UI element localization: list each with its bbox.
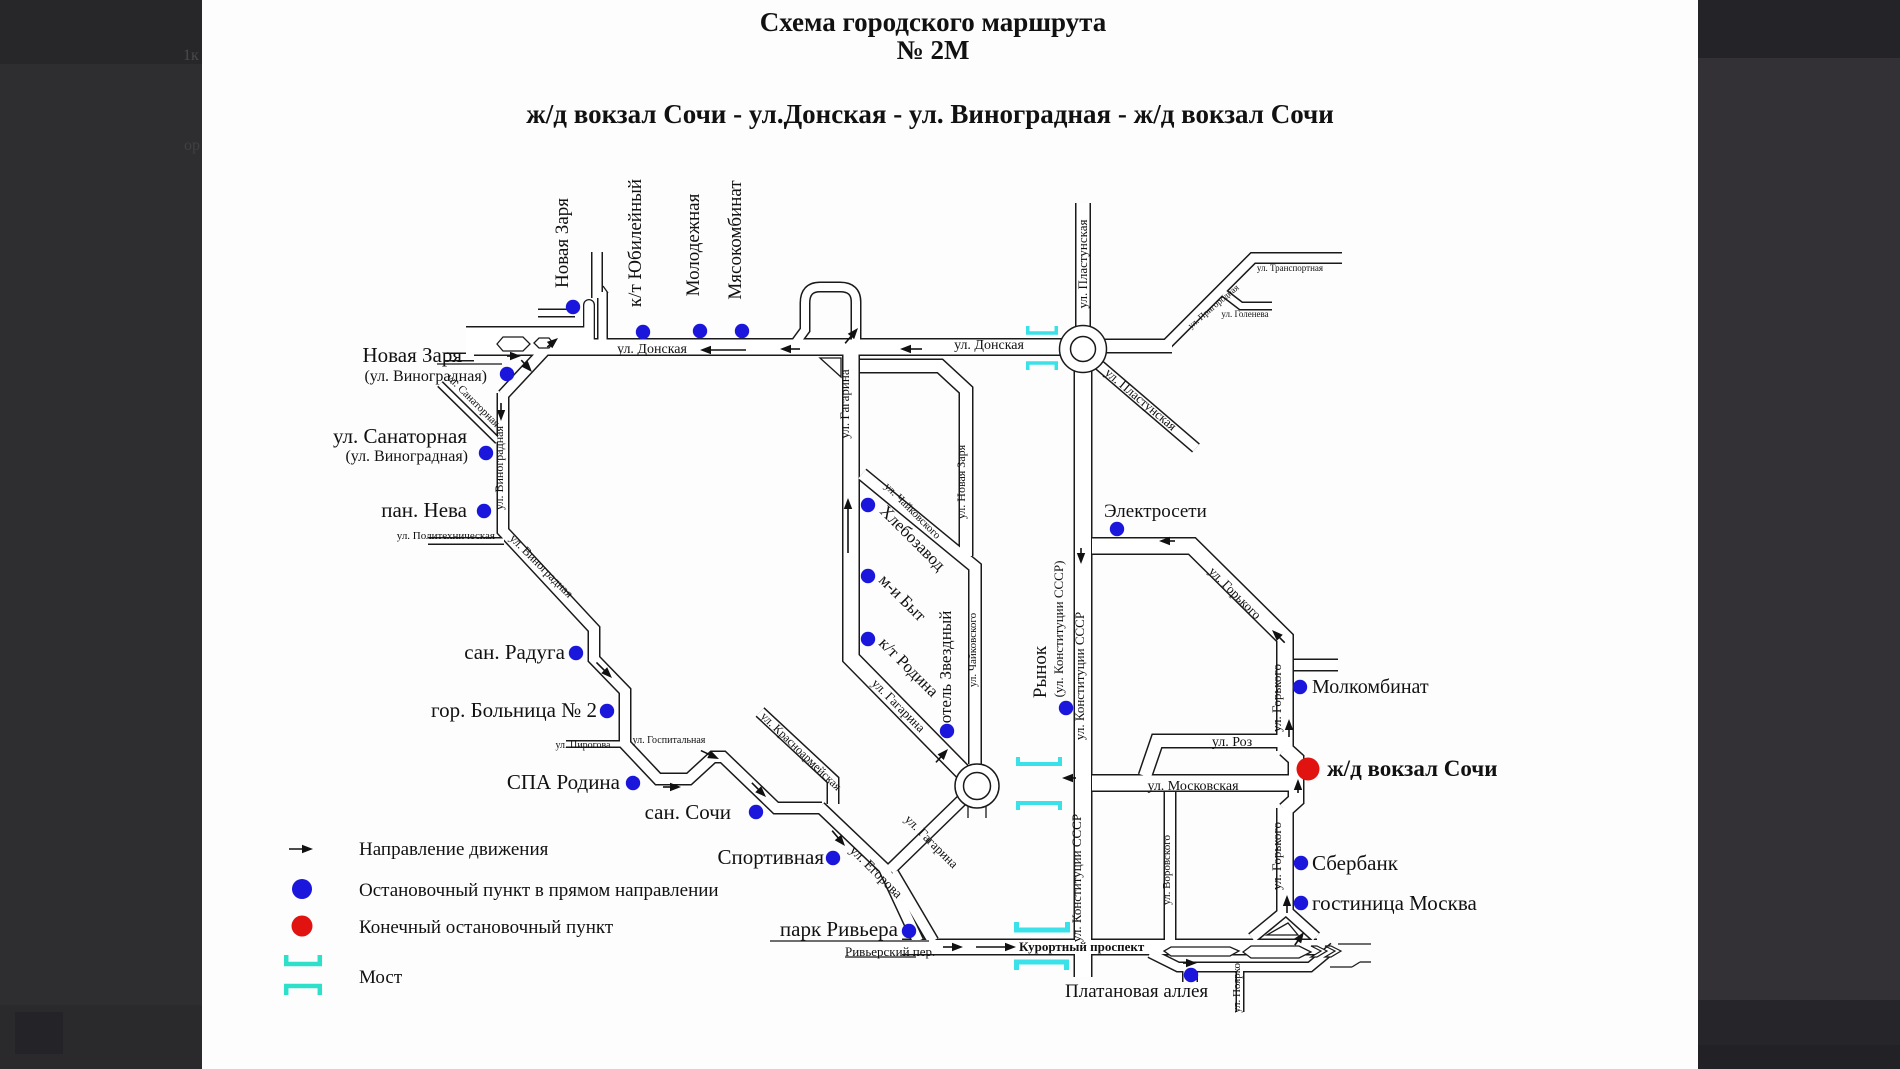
svg-text:Электросети: Электросети <box>1104 501 1207 522</box>
svg-text:Ривьерский пер.: Ривьерский пер. <box>845 944 935 959</box>
svg-text:Направление движения: Направление движения <box>359 839 549 860</box>
svg-text:Сбербанк: Сбербанк <box>1312 851 1399 875</box>
svg-text:(ул. Конституции СССР): (ул. Конституции СССР) <box>1051 561 1066 698</box>
svg-text:ул. Транспортная: ул. Транспортная <box>1257 263 1323 273</box>
svg-text:парк Ривьера: парк Ривьера <box>780 917 899 941</box>
svg-text:сан. Сочи: сан. Сочи <box>645 800 731 824</box>
svg-text:ул. Санаторная: ул. Санаторная <box>333 424 467 448</box>
svg-text:Спортивная: Спортивная <box>717 845 824 869</box>
svg-text:1к: 1к <box>183 47 199 64</box>
svg-text:ул. Голенева: ул. Голенева <box>1221 309 1268 319</box>
svg-text:Новая Заря: Новая Заря <box>552 198 573 288</box>
svg-text:№ 2М: № 2М <box>897 35 970 65</box>
svg-text:ор: ор <box>184 137 200 154</box>
svg-text:Мост: Мост <box>359 967 403 988</box>
svg-text:Молодежная: Молодежная <box>683 193 704 296</box>
svg-text:ул. Конституции СССР: ул. Конституции СССР <box>1072 612 1087 740</box>
svg-text:ж/д вокзал Сочи: ж/д вокзал Сочи <box>1327 756 1498 781</box>
svg-text:Рынок: Рынок <box>1030 645 1051 698</box>
svg-text:ул. Пластунская: ул. Пластунская <box>1075 220 1090 309</box>
svg-text:ул. Московская: ул. Московская <box>1147 779 1239 794</box>
svg-text:ул. Горького: ул. Горького <box>1269 664 1284 732</box>
svg-text:(ул. Виноградная): (ул. Виноградная) <box>364 368 487 385</box>
svg-text:Платановая аллея: Платановая аллея <box>1065 981 1208 1002</box>
svg-text:ул. Поярко: ул. Поярко <box>1231 962 1243 1013</box>
svg-text:ул. Чайковского: ул. Чайковского <box>967 612 979 687</box>
svg-text:к/т Юбилейный: к/т Юбилейный <box>625 179 646 307</box>
svg-text:ул. Конституции СССР: ул. Конституции СССР <box>1069 814 1084 942</box>
svg-text:(ул. Виноградная): (ул. Виноградная) <box>345 448 468 465</box>
svg-text:ул. Виноградная: ул. Виноградная <box>492 426 506 510</box>
svg-text:ул. Воровского: ул. Воровского <box>1161 835 1173 905</box>
svg-text:ул. Гагарина: ул. Гагарина <box>837 369 852 438</box>
svg-text:Мясокомбинат: Мясокомбинат <box>725 180 746 300</box>
svg-text:гор. Больница № 2: гор. Больница № 2 <box>431 698 597 722</box>
svg-text:ул. Роз: ул. Роз <box>1212 735 1253 750</box>
svg-text:сан. Радуга: сан. Радуга <box>464 640 565 664</box>
svg-text:пан. Нева: пан. Нева <box>381 498 467 522</box>
svg-text:ул. Донская: ул. Донская <box>954 338 1024 353</box>
svg-text:ул. Горького: ул. Горького <box>1269 822 1284 890</box>
svg-text:Новая Заря: Новая Заря <box>362 343 462 367</box>
svg-text:ж/д вокзал Сочи - ул.Донская -: ж/д вокзал Сочи - ул.Донская - ул. Виног… <box>526 99 1334 129</box>
svg-text:ул. Новая Заря: ул. Новая Заря <box>954 444 968 519</box>
svg-text:ул. Донская: ул. Донская <box>617 342 687 357</box>
svg-text:ул. Госпитальная: ул. Госпитальная <box>633 735 706 746</box>
svg-text:СПА Родина: СПА Родина <box>507 770 621 794</box>
svg-text:Молкомбинат: Молкомбинат <box>1312 676 1429 698</box>
svg-text:Остановочный пункт в прямом на: Остановочный пункт в прямом направлении <box>359 880 719 901</box>
svg-text:Конечный остановочный пункт: Конечный остановочный пункт <box>359 917 614 938</box>
svg-text:Схема городского маршрута: Схема городского маршрута <box>760 7 1107 37</box>
svg-text:отель Звездный: отель Звездный <box>936 611 955 724</box>
svg-text:ул. Пирогова: ул. Пирогова <box>555 740 611 751</box>
svg-text:Курортный проспект: Курортный проспект <box>1019 939 1145 954</box>
svg-text:гостиница Москва: гостиница Москва <box>1312 891 1477 915</box>
svg-text:ул. Политехническая: ул. Политехническая <box>397 530 495 542</box>
